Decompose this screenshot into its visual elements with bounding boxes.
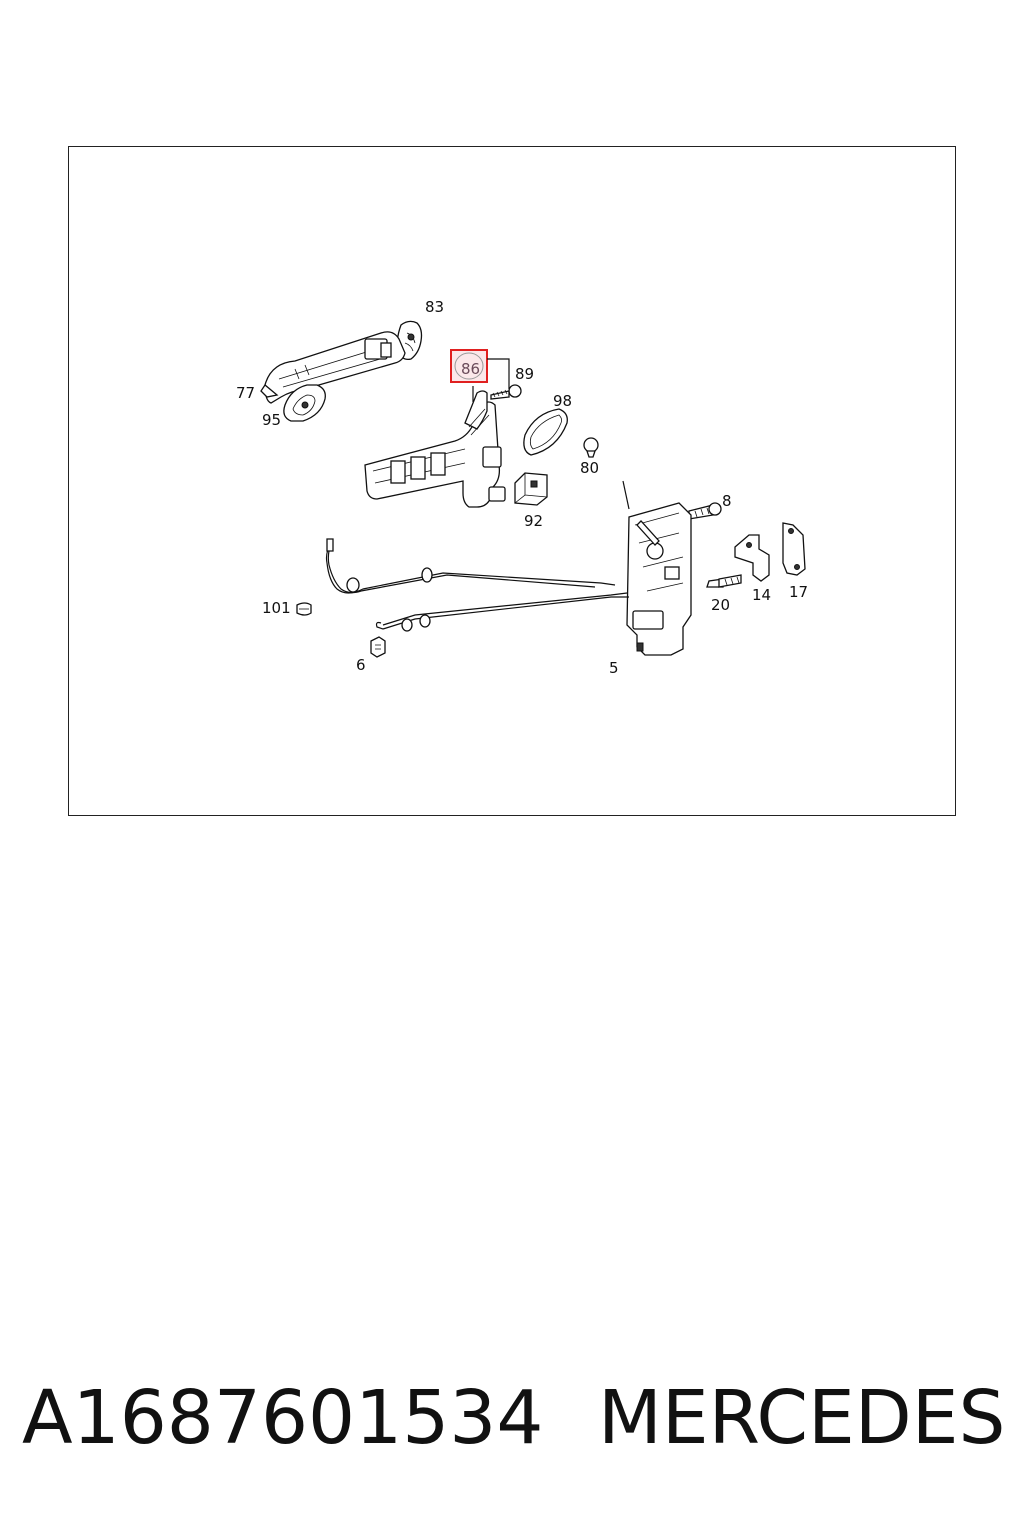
part-80-plug [583,437,599,458]
brand-name: MERCEDES [598,1375,1006,1461]
part-14-bracket [734,534,770,582]
actuation-cables [325,538,629,632]
callout-8: 8 [722,492,732,510]
highlight-box-86 [450,349,488,383]
part-89-screw [490,384,522,400]
part-20-screw [706,574,742,588]
callout-83: 83 [425,298,444,316]
callout-92: 92 [524,512,543,530]
part-17-plate [782,522,806,576]
callout-98: 98 [553,392,572,410]
part-8-screw [688,502,722,520]
highlight-circle-86 [454,352,484,380]
part-5-door-lock [622,480,692,656]
callout-89: 89 [515,365,534,383]
leader-89 [487,358,510,389]
part-95-gasket [283,384,326,422]
callout-95: 95 [262,411,281,429]
part-101-clip [296,602,312,616]
callout-17: 17 [789,583,808,601]
callout-77: 77 [236,384,255,402]
callout-14: 14 [752,586,771,604]
callout-80: 80 [580,459,599,477]
callout-5: 5 [609,659,619,677]
part-98-seal [523,408,568,456]
part-number: A1687601534 [22,1375,544,1461]
callout-20: 20 [711,596,730,614]
part-92-connector [514,472,548,506]
part-6-clip [370,636,386,658]
part-86-handle-carrier [364,390,506,508]
diagram-frame: 83 86 89 77 95 98 80 92 8 101 20 14 17 6… [68,146,956,816]
callout-86: 86 [461,360,480,378]
callout-101: 101 [262,599,291,617]
parts-diagram: 83 86 89 77 95 98 80 92 8 101 20 14 17 6… [236,298,808,677]
part-77-outer-handle [260,331,406,404]
callout-6: 6 [356,656,366,674]
footer: A1687601534 MERCEDES [0,1370,1024,1470]
